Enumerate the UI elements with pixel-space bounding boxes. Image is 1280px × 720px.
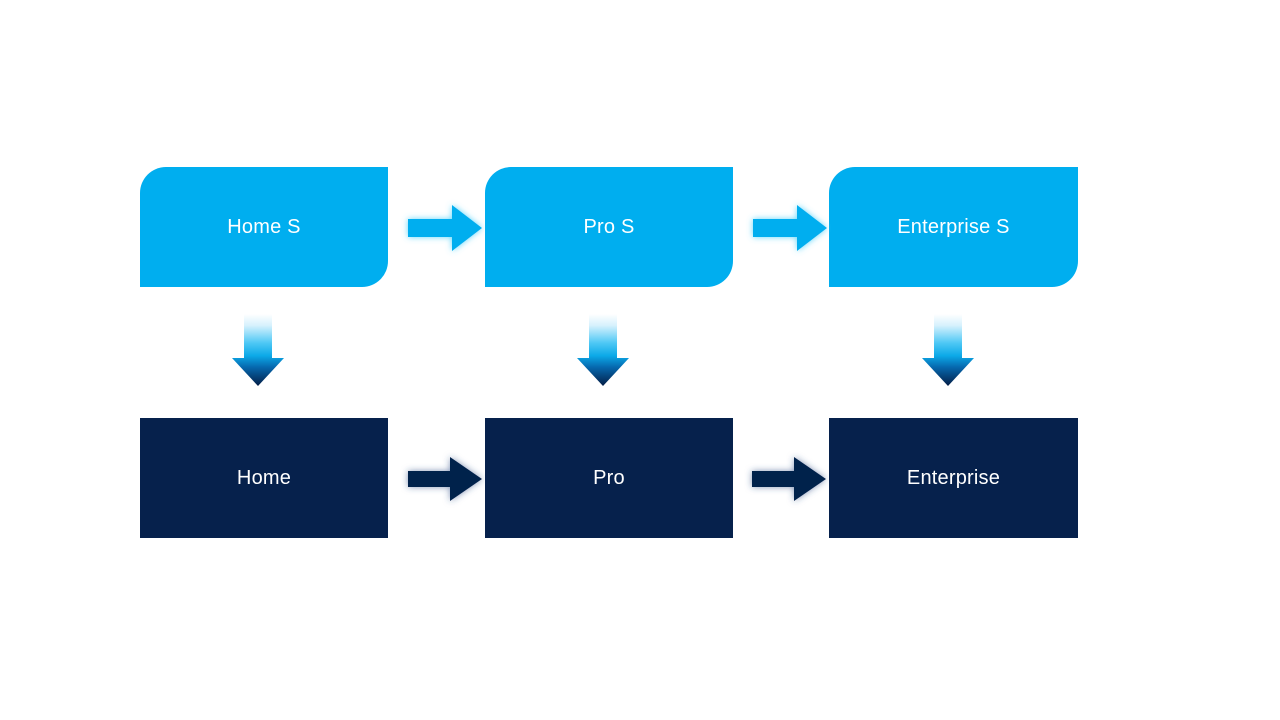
- arrow-right-icon: [752, 457, 826, 501]
- arrow-right-icon: [408, 457, 482, 501]
- arrow-down-icon: [232, 314, 284, 386]
- node-enterprise-label: Enterprise: [906, 467, 1001, 489]
- node-home-label: Home: [236, 467, 292, 489]
- arrow-down-enterprise-s-to-enterprise: [918, 314, 978, 390]
- node-pro-s[interactable]: Pro S: [485, 167, 733, 287]
- node-home-s-label: Home S: [227, 216, 301, 238]
- arrow-right-pro-to-enterprise: [746, 449, 832, 509]
- node-home-s[interactable]: Home S: [140, 167, 388, 287]
- node-enterprise-s-label: Enterprise S: [897, 216, 1010, 238]
- node-home[interactable]: Home: [140, 418, 388, 538]
- arrow-right-home-to-pro: [402, 449, 488, 509]
- arrow-right-icon: [753, 205, 827, 251]
- arrow-down-icon: [922, 314, 974, 386]
- arrow-right-icon: [408, 205, 482, 251]
- arrow-down-home-s-to-home: [228, 314, 288, 390]
- node-pro-label: Pro: [593, 467, 625, 489]
- node-enterprise[interactable]: Enterprise: [829, 418, 1078, 538]
- arrow-down-icon: [577, 314, 629, 386]
- arrow-right-home-s-to-pro-s: [404, 198, 486, 258]
- arrow-down-pro-s-to-pro: [573, 314, 633, 390]
- arrow-right-pro-s-to-enterprise-s: [749, 198, 831, 258]
- node-pro[interactable]: Pro: [485, 418, 733, 538]
- node-enterprise-s[interactable]: Enterprise S: [829, 167, 1078, 287]
- node-pro-s-label: Pro S: [583, 216, 635, 238]
